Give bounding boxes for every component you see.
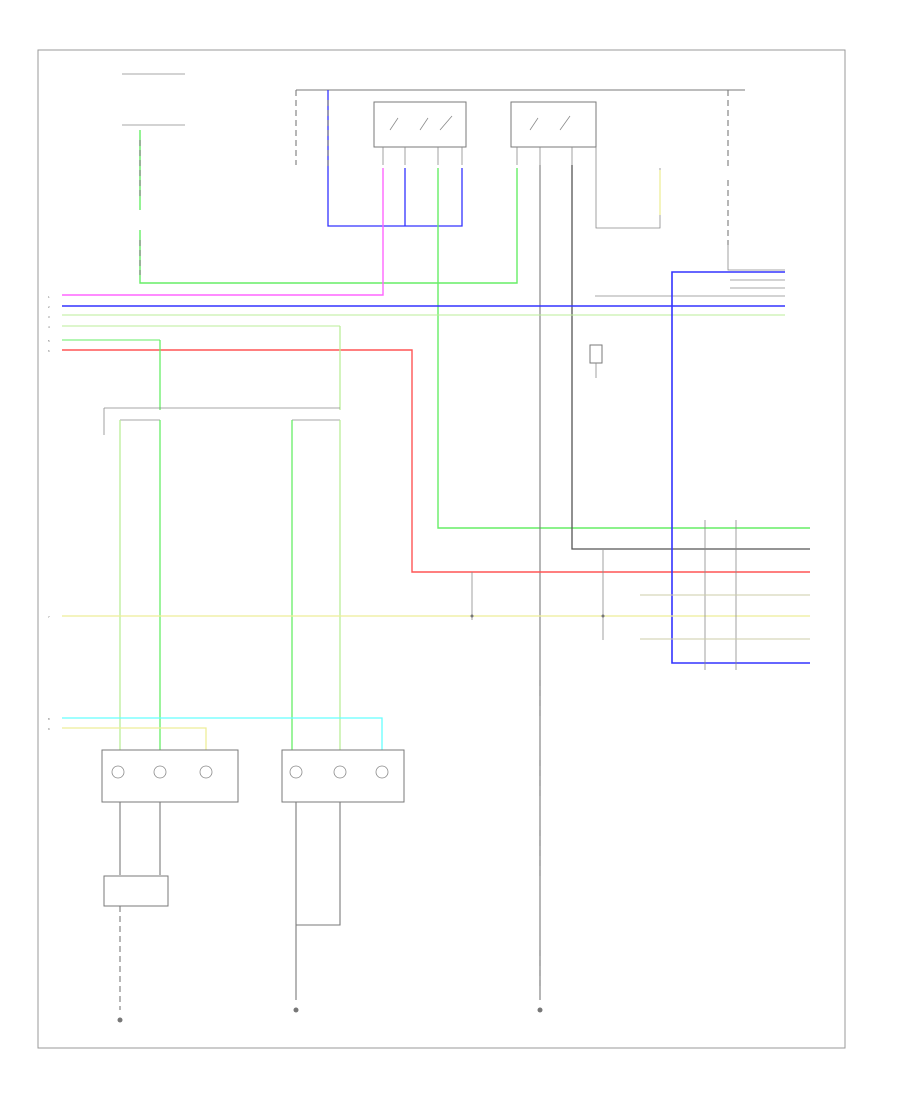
junction-left — [103, 326, 341, 435]
ground-left — [117, 1017, 123, 1023]
green-wire-top-left — [139, 130, 518, 284]
green-wire-long — [437, 168, 810, 529]
svg-text:2: 2 — [48, 305, 50, 309]
svg-text:6: 6 — [48, 349, 50, 353]
small-switch — [589, 344, 603, 378]
left-lamp-assembly — [101, 749, 239, 875]
relay-b-right-loop — [595, 147, 661, 229]
svg-text:5: 5 — [48, 339, 50, 343]
mid-junctions — [470, 550, 605, 640]
horizontal-bus: 1 2 3 4 5 6 — [48, 295, 810, 573]
blue-wire-right — [671, 271, 810, 664]
lamp-feed-wires — [119, 420, 341, 750]
top-bus — [295, 89, 745, 165]
relay-b — [510, 101, 597, 165]
svg-text:4: 4 — [48, 325, 50, 329]
left-box — [103, 875, 169, 1010]
relay-b-outputs — [539, 165, 810, 1000]
relay-a — [373, 101, 467, 165]
svg-text:9: 9 — [48, 727, 50, 731]
svg-text:7: 7 — [48, 615, 50, 619]
ground-mid — [293, 1007, 299, 1013]
right-connector-upper — [595, 279, 785, 297]
top-left-fuse — [122, 73, 185, 126]
blue-wire-loop — [327, 90, 463, 227]
svg-text:1: 1 — [48, 295, 50, 299]
right-lamp-assembly — [281, 749, 405, 1000]
lamp-signal-wires: 8 9 — [48, 717, 383, 750]
top-right-wire — [727, 245, 785, 271]
trailer-gray-lines — [640, 594, 810, 640]
svg-text:8: 8 — [48, 717, 50, 721]
diagram-frame — [37, 49, 846, 1049]
ground-right — [537, 1007, 543, 1013]
svg-text:3: 3 — [48, 315, 50, 319]
pink-wire-vertical — [62, 168, 384, 296]
